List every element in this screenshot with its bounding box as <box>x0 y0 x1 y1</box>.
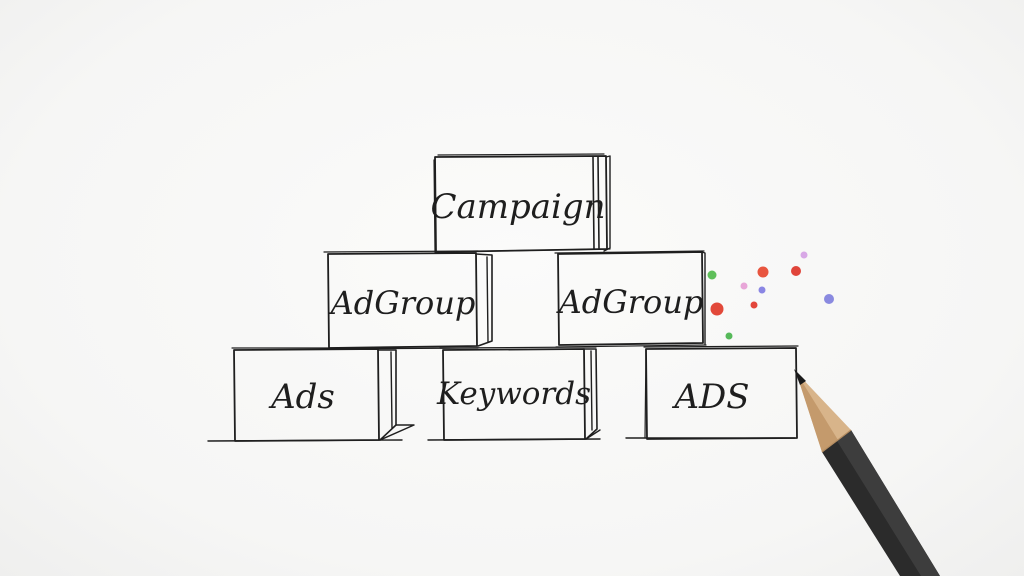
confetti-dot <box>710 302 724 316</box>
keywords-label: Keywords <box>436 376 591 412</box>
adgroup-block-right: AdGroup <box>554 250 707 348</box>
campaign-block: Campaign <box>430 153 611 253</box>
confetti-dot <box>758 286 766 294</box>
confetti-dot <box>757 266 769 278</box>
confetti-dot <box>740 282 748 290</box>
ads-left-label: Ads <box>268 377 335 417</box>
keywords-block: Keywords <box>436 346 601 441</box>
adgroup-right-label: AdGroup <box>556 283 704 321</box>
ads-block-left: Ads <box>231 347 415 442</box>
confetti-dot <box>800 251 808 259</box>
adgroup-left-label: AdGroup <box>328 284 476 322</box>
confetti-dot <box>725 332 733 340</box>
confetti-dot <box>707 270 717 280</box>
confetti-dot <box>791 266 801 276</box>
confetti-dot <box>750 301 758 309</box>
ads-right-label: ADS <box>671 377 749 417</box>
confetti-dots <box>707 251 834 340</box>
pencil-icon <box>794 369 940 576</box>
ads-block-right: ADS <box>643 345 799 440</box>
campaign-label: Campaign <box>430 187 605 227</box>
confetti-dot <box>824 294 834 304</box>
adgroup-block-left: AdGroup <box>323 250 493 350</box>
